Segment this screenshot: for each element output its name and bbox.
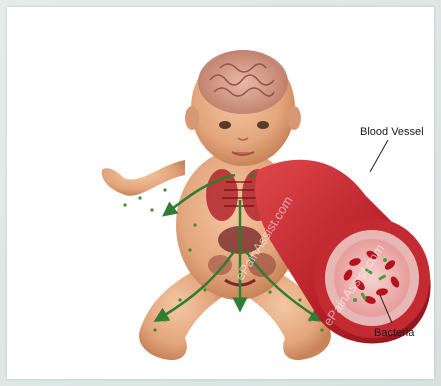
brain [198,50,288,114]
blood-vessel-label: Blood Vessel [360,126,424,138]
bacteria-label: Bacteria [374,327,414,339]
